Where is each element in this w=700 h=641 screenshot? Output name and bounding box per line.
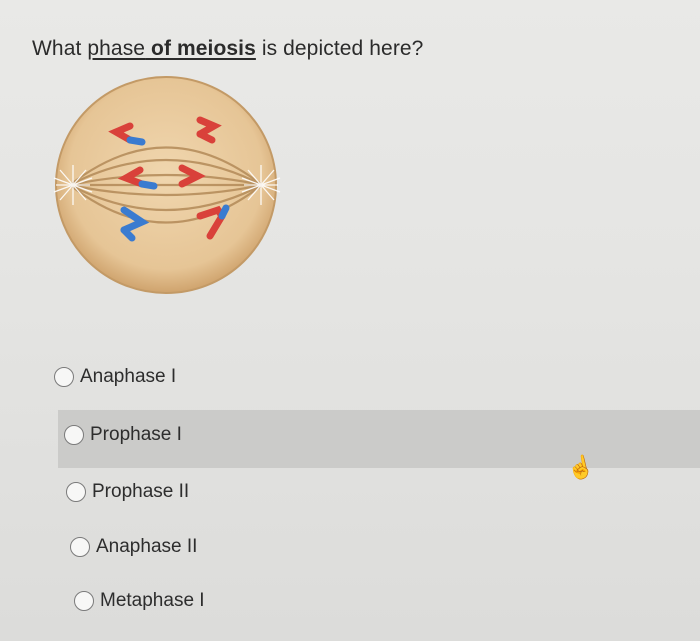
option-anaphase-2[interactable]: Anaphase II: [70, 536, 197, 558]
left-aster-icon: [53, 165, 93, 205]
phase-link[interactable]: phase: [87, 37, 146, 60]
radio-circle-icon[interactable]: [66, 482, 86, 502]
option-label: Anaphase I: [80, 366, 177, 387]
option-prophase-2[interactable]: Prophase II: [66, 481, 189, 503]
question-text: What phase of meiosis is depicted here?: [32, 37, 424, 60]
radio-circle-icon[interactable]: [54, 367, 74, 387]
option-label: Prophase I: [90, 424, 182, 445]
radio-circle-icon[interactable]: [64, 425, 84, 445]
option-anaphase-1[interactable]: Anaphase I: [54, 366, 176, 388]
radio-circle-icon[interactable]: [74, 591, 94, 611]
option-label: Prophase II: [92, 481, 190, 502]
spindle-fibers: [69, 146, 263, 224]
meiosis-link[interactable]: of meiosis: [151, 37, 256, 60]
option-label: Anaphase II: [96, 536, 198, 557]
right-aster-icon: [241, 165, 281, 205]
option-label: Metaphase I: [100, 590, 205, 611]
option-metaphase-1[interactable]: Metaphase I: [74, 590, 205, 612]
meiosis-cell-diagram: [53, 76, 281, 294]
option-prophase-1[interactable]: Prophase I: [64, 424, 182, 446]
chromosomes: [108, 116, 230, 242]
hover-highlight: [58, 410, 700, 468]
radio-circle-icon[interactable]: [70, 537, 90, 557]
pointer-hand-icon: ☝: [564, 452, 597, 483]
